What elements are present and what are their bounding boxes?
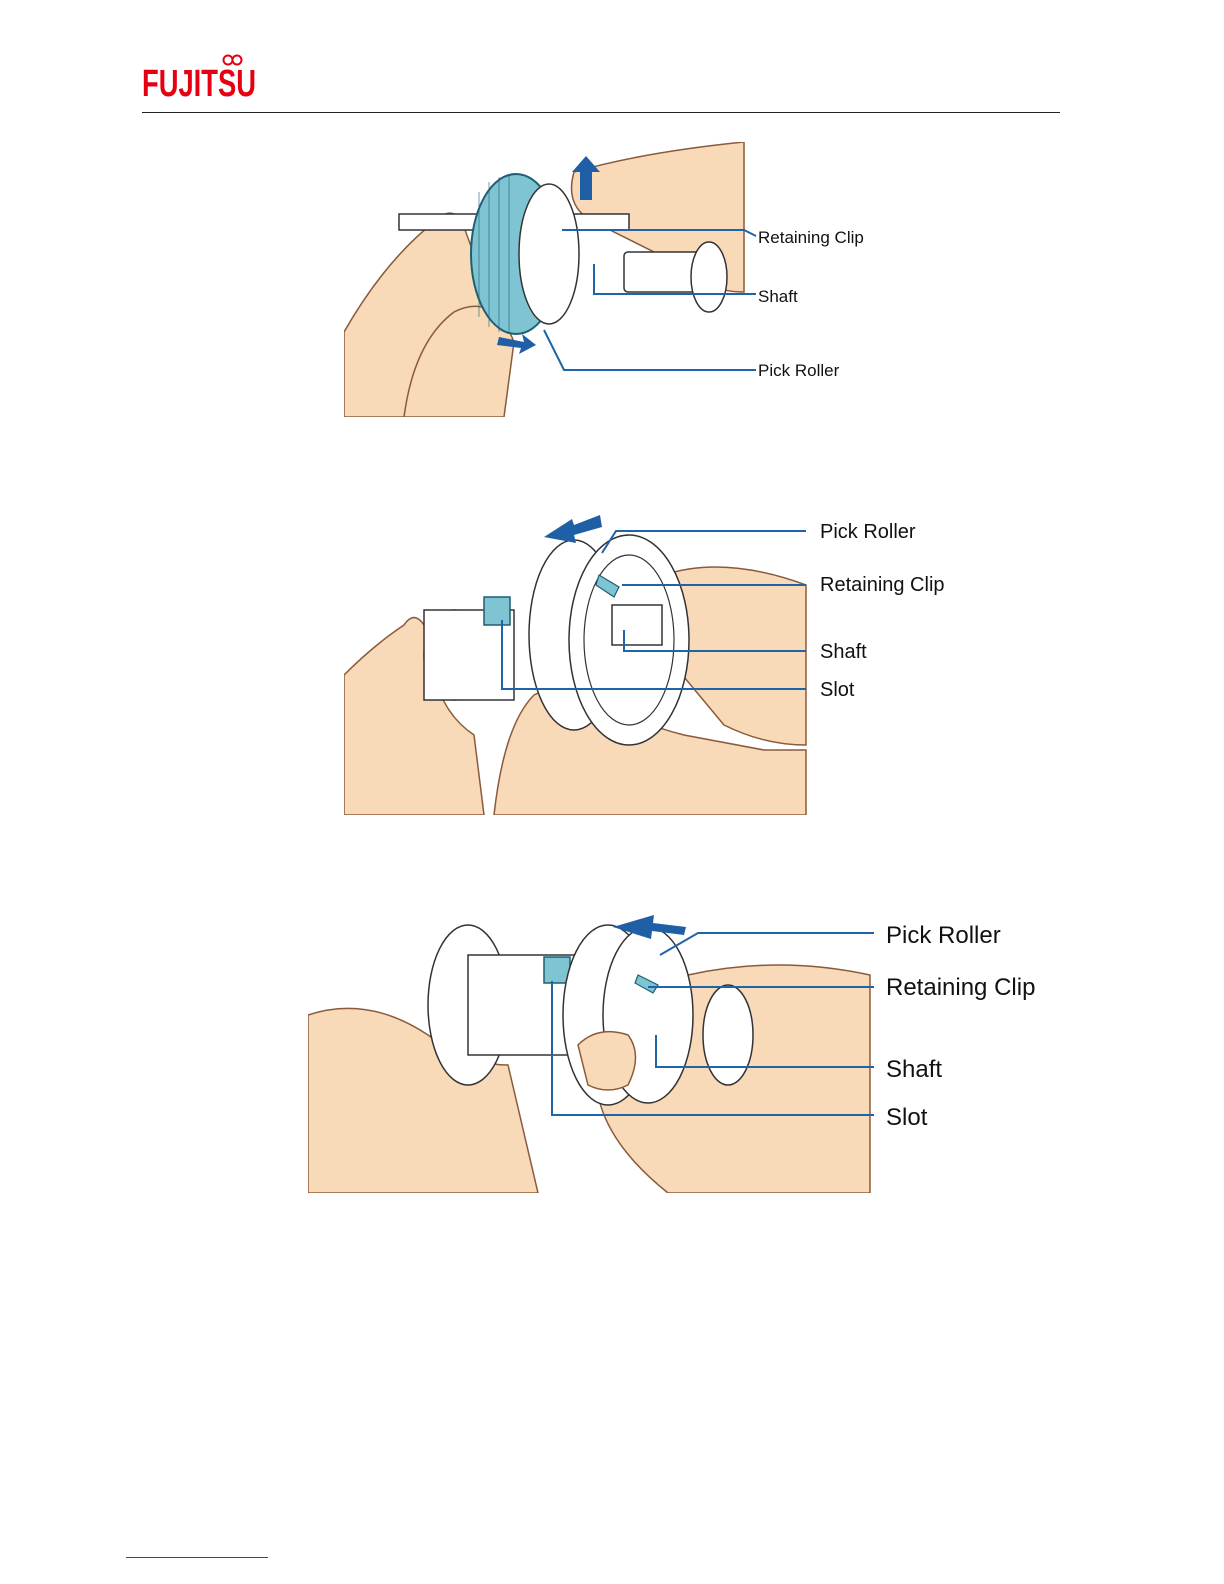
header-divider [142,112,1060,113]
footer-link-underline [126,1557,268,1558]
label-retaining-clip: Retaining Clip [886,974,1035,1001]
label-pick-roller: Pick Roller [758,361,840,380]
label-slot: Slot [820,679,855,701]
label-shaft: Shaft [758,287,798,306]
fujitsu-logo: FUJITSU [142,52,272,112]
label-shaft: Shaft [886,1056,942,1083]
label-pick-roller: Pick Roller [820,521,916,543]
label-retaining-clip: Retaining Clip [820,574,945,596]
figure-2-attach-roller: Pick Roller Retaining Clip Shaft Slot [344,505,984,815]
label-retaining-clip: Retaining Clip [758,228,864,247]
figure-3-align-slot: Pick Roller Retaining Clip Shaft Slot [308,915,1068,1193]
label-shaft: Shaft [820,641,867,663]
label-slot: Slot [886,1104,928,1131]
logo-wordmark: FUJITSU [142,63,256,105]
figure-1-remove-roller: Retaining Clip Shaft Pick Roller [344,142,904,417]
label-pick-roller: Pick Roller [886,922,1001,949]
